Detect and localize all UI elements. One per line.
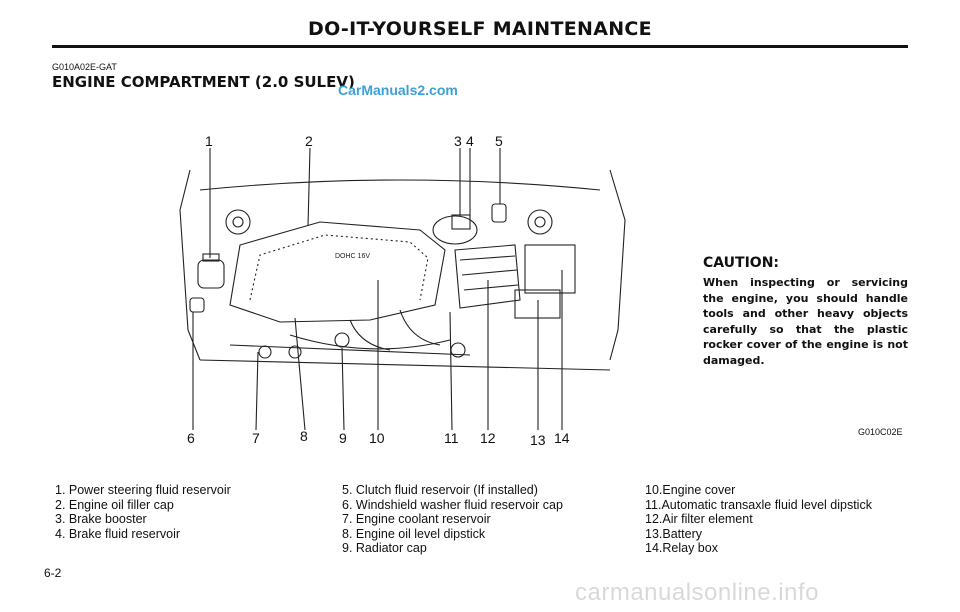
legend-item: 1. Power steering fluid reservoir	[55, 483, 231, 497]
callout-2: 2	[305, 133, 313, 149]
legend-item: 8. Engine oil level dipstick	[342, 526, 486, 541]
legend-column-2: 5. Clutch fluid reservoir (If installed)…	[342, 483, 563, 556]
engine-cover-label: DOHC 16V	[335, 253, 370, 260]
callout-1: 1	[205, 133, 213, 149]
page-number: 6-2	[44, 566, 62, 580]
watermark-text: CarManuals2.com	[338, 82, 458, 98]
callout-4: 4	[466, 133, 474, 149]
section-title: ENGINE COMPARTMENT (2.0 SULEV)	[52, 73, 355, 91]
legend-column-3: 10.Engine cover 11.Automatic transaxle f…	[645, 483, 872, 556]
legend-item: 2. Engine oil filler cap	[55, 497, 174, 512]
callout-6: 6	[187, 430, 195, 446]
page-title: DO-IT-YOURSELF MAINTENANCE	[308, 18, 652, 40]
legend-column-1: 1. Power steering fluid reservoir 2. Eng…	[55, 483, 231, 541]
title-rule	[52, 45, 908, 48]
legend-item: 11.Automatic transaxle fluid level dipst…	[645, 497, 872, 512]
legend-item: 12.Air filter element	[645, 512, 753, 526]
legend-item: 5. Clutch fluid reservoir (If installed)	[342, 483, 538, 497]
legend-item: 10.Engine cover	[645, 483, 736, 497]
legend-item: 13.Battery	[645, 526, 702, 541]
callout-13: 13	[530, 432, 546, 448]
engine-compartment-illustration: DOHC 16V	[179, 147, 626, 431]
callout-11: 11	[444, 430, 459, 446]
legend-item: 3. Brake booster	[55, 512, 147, 526]
callout-8: 8	[300, 428, 308, 444]
legend-item: 6. Windshield washer fluid reservoir cap	[342, 497, 563, 512]
callout-3: 3	[454, 133, 462, 149]
callout-12: 12	[480, 430, 496, 446]
caution-box: CAUTION: When inspecting or servicing th…	[703, 255, 908, 368]
site-watermark: carmanualsonline.info	[575, 579, 819, 606]
callout-14: 14	[554, 430, 570, 446]
legend-item: 9. Radiator cap	[342, 541, 427, 555]
caution-text: When inspecting or servicing the engine,…	[703, 276, 908, 367]
section-code: G010A02E-GAT	[52, 62, 117, 72]
legend-item: 4. Brake fluid reservoir	[55, 526, 181, 541]
figure-code: G010C02E	[858, 427, 903, 437]
callout-5: 5	[495, 133, 503, 149]
caution-title: CAUTION:	[703, 255, 780, 271]
callout-10: 10	[369, 430, 385, 446]
callout-9: 9	[339, 430, 347, 446]
callout-7: 7	[252, 430, 260, 446]
legend-item: 14.Relay box	[645, 541, 718, 555]
legend-item: 7. Engine coolant reservoir	[342, 512, 491, 526]
